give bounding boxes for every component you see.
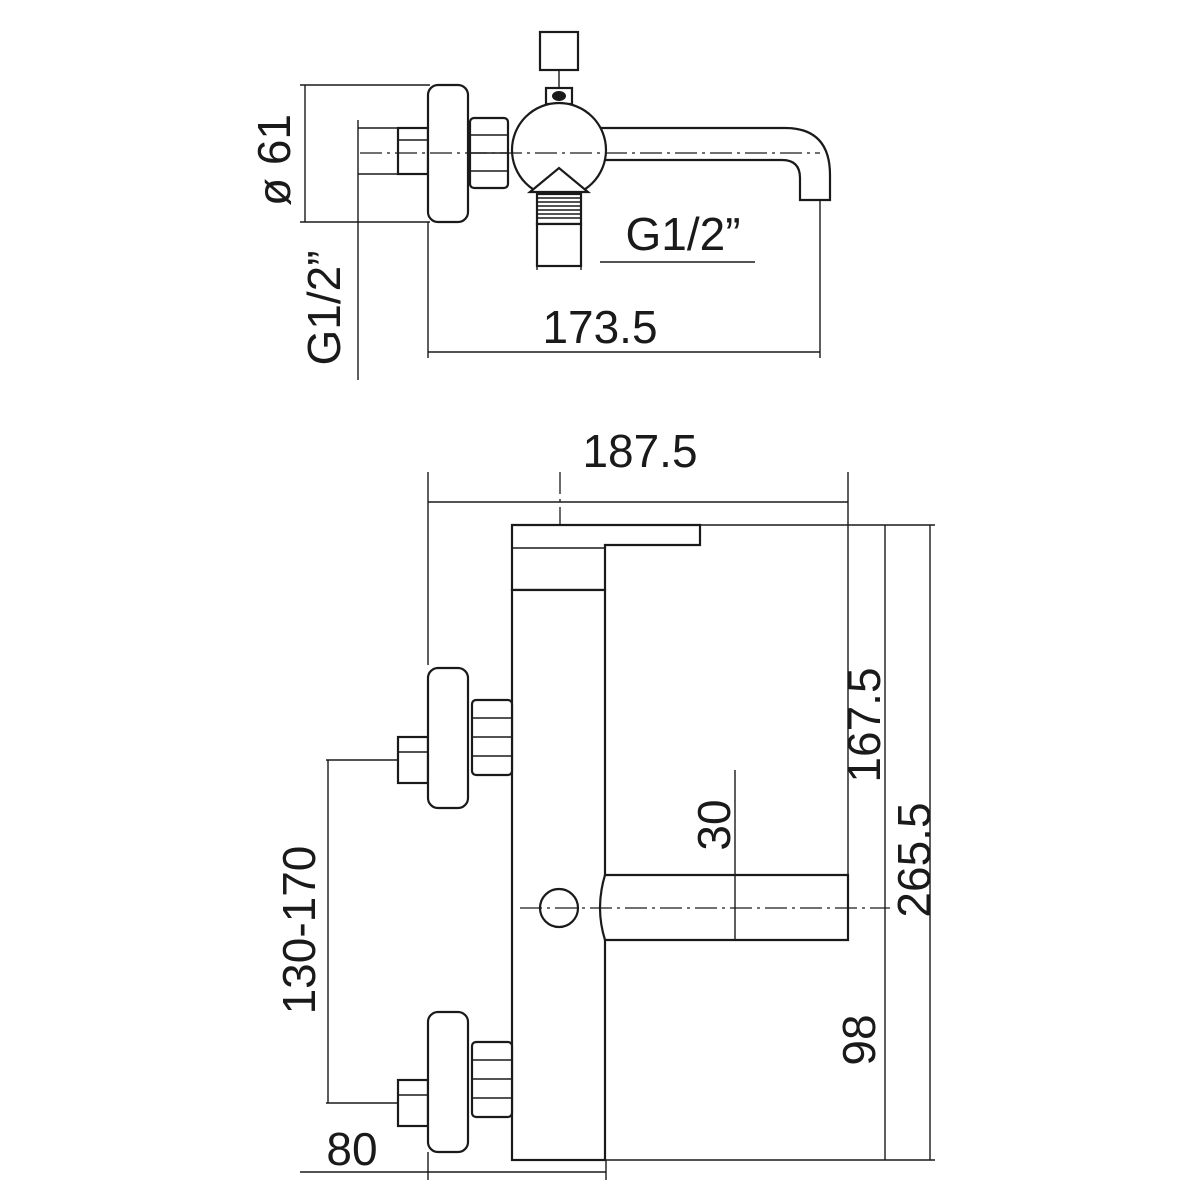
label-spout-thickness: 30 <box>688 799 740 850</box>
front-view: 187.5 167.5 265.5 30 130-170 80 98 <box>273 425 940 1180</box>
top-view: ø 61 G1/2” G1/2” 173.5 <box>248 30 832 380</box>
label-diameter: ø 61 <box>248 114 300 206</box>
diverter-pin <box>552 91 566 101</box>
label-spout-height: 167.5 <box>838 667 890 782</box>
inlet-stub <box>396 126 430 176</box>
label-spout-reach: 173.5 <box>542 301 657 353</box>
diverter-knob <box>538 30 580 72</box>
label-overall-width: 187.5 <box>582 425 697 477</box>
label-wall-offset: 80 <box>326 1123 377 1175</box>
thread-hatching <box>537 197 581 219</box>
label-inlet-thread: G1/2” <box>298 250 350 365</box>
lower-escutcheon <box>426 1010 470 1154</box>
outlet-cone <box>526 166 592 194</box>
label-outlet-height: 98 <box>833 1014 885 1065</box>
upper-inlet-stub <box>396 735 430 785</box>
lower-inlet-stub <box>396 1078 430 1128</box>
upper-escutcheon <box>426 666 470 810</box>
label-outlet-thread: G1/2” <box>625 208 740 260</box>
mixer-body-front <box>510 588 607 1162</box>
spout-top <box>598 126 832 202</box>
label-center-distance: 130-170 <box>273 846 325 1015</box>
lever-handle <box>510 523 702 592</box>
label-total-height: 265.5 <box>888 802 940 917</box>
outlet-pipe <box>535 222 583 268</box>
